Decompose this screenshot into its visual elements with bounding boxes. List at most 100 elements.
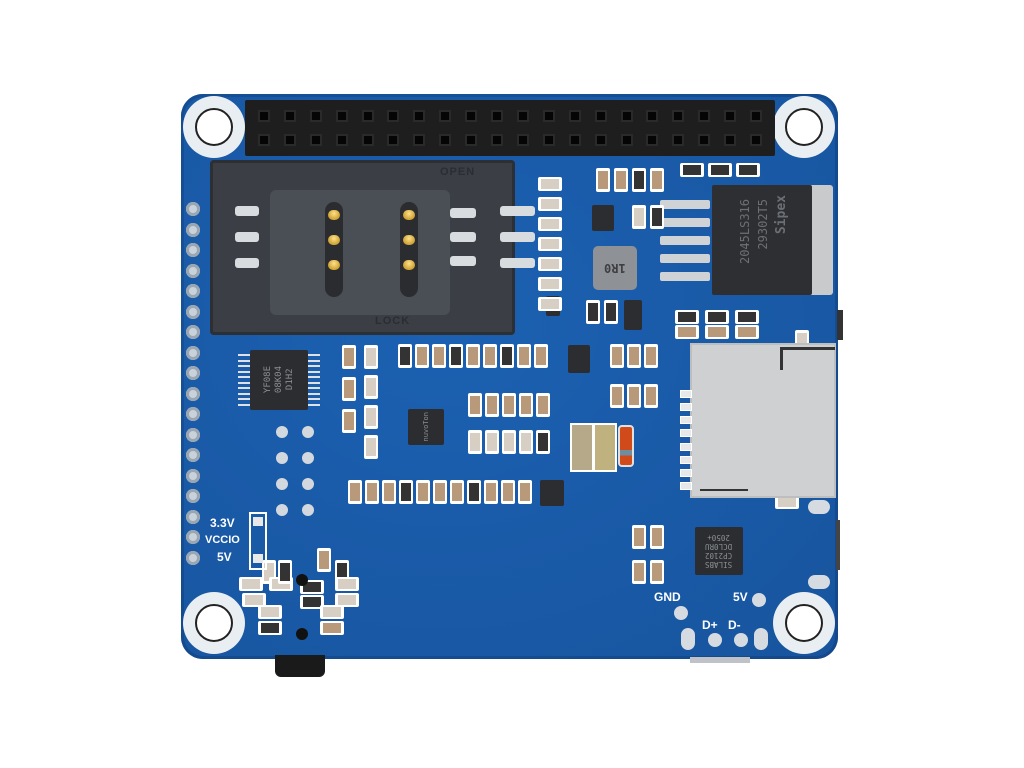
castellated-pad: [186, 222, 200, 237]
sim-solder-pad: [500, 206, 535, 216]
castellated-pad: [186, 468, 200, 483]
sim-lock-label: LOCK: [375, 315, 411, 327]
header-pin: [355, 128, 381, 152]
header-pin: [562, 128, 588, 152]
usb-shield-pad: [808, 575, 830, 589]
header-pin: [536, 104, 562, 128]
header-pin: [588, 104, 614, 128]
sot-transistor: [592, 205, 614, 231]
header-pin: [614, 128, 640, 152]
castellated-edge-pads: [186, 202, 202, 565]
header-pin: [717, 104, 743, 128]
silk-dminus-label: D-: [728, 618, 741, 632]
diode: [618, 425, 634, 467]
side-button[interactable]: [837, 310, 843, 340]
castellated-pad: [186, 407, 200, 421]
sim-solder-pad: [235, 232, 259, 242]
sim-card-holder[interactable]: OPEN LOCK: [210, 160, 515, 335]
5v-test-pad[interactable]: [752, 593, 766, 607]
header-pin: [303, 104, 329, 128]
castellated-pad: [186, 345, 200, 360]
header-pin: [251, 128, 277, 152]
micro-usb-port[interactable]: [690, 657, 750, 663]
cp2102-marking-4: 2050+: [707, 533, 731, 542]
sot-transistor: [568, 345, 590, 373]
header-pin: [355, 104, 381, 128]
via-hole: [296, 628, 308, 640]
silk-5v-label: 5V: [217, 550, 232, 564]
gnd-test-pad[interactable]: [674, 606, 688, 620]
tantalum-capacitor: [570, 423, 594, 472]
header-pin: [432, 104, 458, 128]
header-pin: [484, 104, 510, 128]
usb-shield-pad: [681, 628, 695, 650]
usb-shield-pad: [808, 500, 830, 514]
audio-jack[interactable]: [275, 655, 325, 677]
castellated-pad: [186, 386, 200, 401]
dminus-test-pad[interactable]: [734, 633, 748, 647]
header-pin: [614, 104, 640, 128]
sim-contact-slot-right: [400, 202, 418, 297]
header-pin: [665, 104, 691, 128]
sim-solder-pad: [235, 206, 259, 216]
header-pin: [458, 128, 484, 152]
via-array: [276, 426, 316, 526]
sd-spring: [700, 483, 748, 491]
header-pin: [743, 128, 769, 152]
header-pin: [717, 128, 743, 152]
header-pin: [691, 104, 717, 128]
header-pin: [432, 128, 458, 152]
sim-contact-slot-left: [325, 202, 343, 297]
header-pin: [406, 128, 432, 152]
header-pin: [562, 104, 588, 128]
castellated-pad: [186, 366, 200, 380]
header-pin: [329, 128, 355, 152]
cp2102-marking-3: DCL0RU: [705, 542, 733, 551]
sot-transistor: [624, 300, 642, 330]
silk-vccio-label: VCCIO: [205, 534, 240, 546]
sipex-voltage-regulator: Sipex 29302T5 2045LS316: [712, 185, 812, 295]
mounting-hole-bottom-right: [773, 592, 835, 654]
header-pin: [510, 104, 536, 128]
silk-usb-5v-label: 5V: [733, 590, 748, 604]
castellated-pad: [186, 304, 200, 319]
vccio-voltage-jumper[interactable]: [249, 512, 267, 570]
header-pin: [406, 104, 432, 128]
header-pin: [484, 128, 510, 152]
header-pin: [691, 128, 717, 152]
side-connector: [836, 520, 840, 570]
castellated-pad: [186, 202, 200, 216]
header-pin: [458, 104, 484, 128]
mounting-hole-bottom-left: [183, 592, 245, 654]
nuvoton-mcu: nuvoTon: [402, 403, 450, 451]
castellated-pad: [186, 489, 200, 503]
castellated-pad: [186, 284, 200, 298]
usb-shield-pad: [754, 628, 768, 650]
tantalum-capacitor: [593, 423, 617, 472]
castellated-pad: [186, 243, 200, 257]
header-pin: [380, 128, 406, 152]
castellated-pad: [186, 325, 200, 339]
sim-holder-body: [270, 190, 450, 315]
via-hole: [296, 574, 308, 586]
dplus-test-pad[interactable]: [708, 633, 722, 647]
castellated-pad: [186, 448, 200, 462]
sot-transistor: [540, 480, 564, 506]
header-pin: [665, 128, 691, 152]
cp2102-marking-2: CP2102: [705, 551, 733, 560]
silk-gnd-label: GND: [654, 590, 681, 604]
gpio-40-pin-header[interactable]: [245, 100, 775, 156]
cp2102-marking-1: SILABS: [705, 560, 733, 569]
header-pin: [277, 128, 303, 152]
mounting-hole-top-right: [773, 96, 835, 158]
microsd-card-slot[interactable]: [690, 343, 836, 498]
header-pin: [588, 128, 614, 152]
castellated-pad: [186, 550, 200, 565]
sim-solder-pad: [500, 232, 535, 242]
header-pin: [329, 104, 355, 128]
cp2102-usb-uart-bridge: SILABS CP2102 DCL0RU 2050+: [688, 520, 750, 582]
header-pin: [639, 104, 665, 128]
castellated-pad: [186, 530, 200, 544]
header-pin: [277, 104, 303, 128]
